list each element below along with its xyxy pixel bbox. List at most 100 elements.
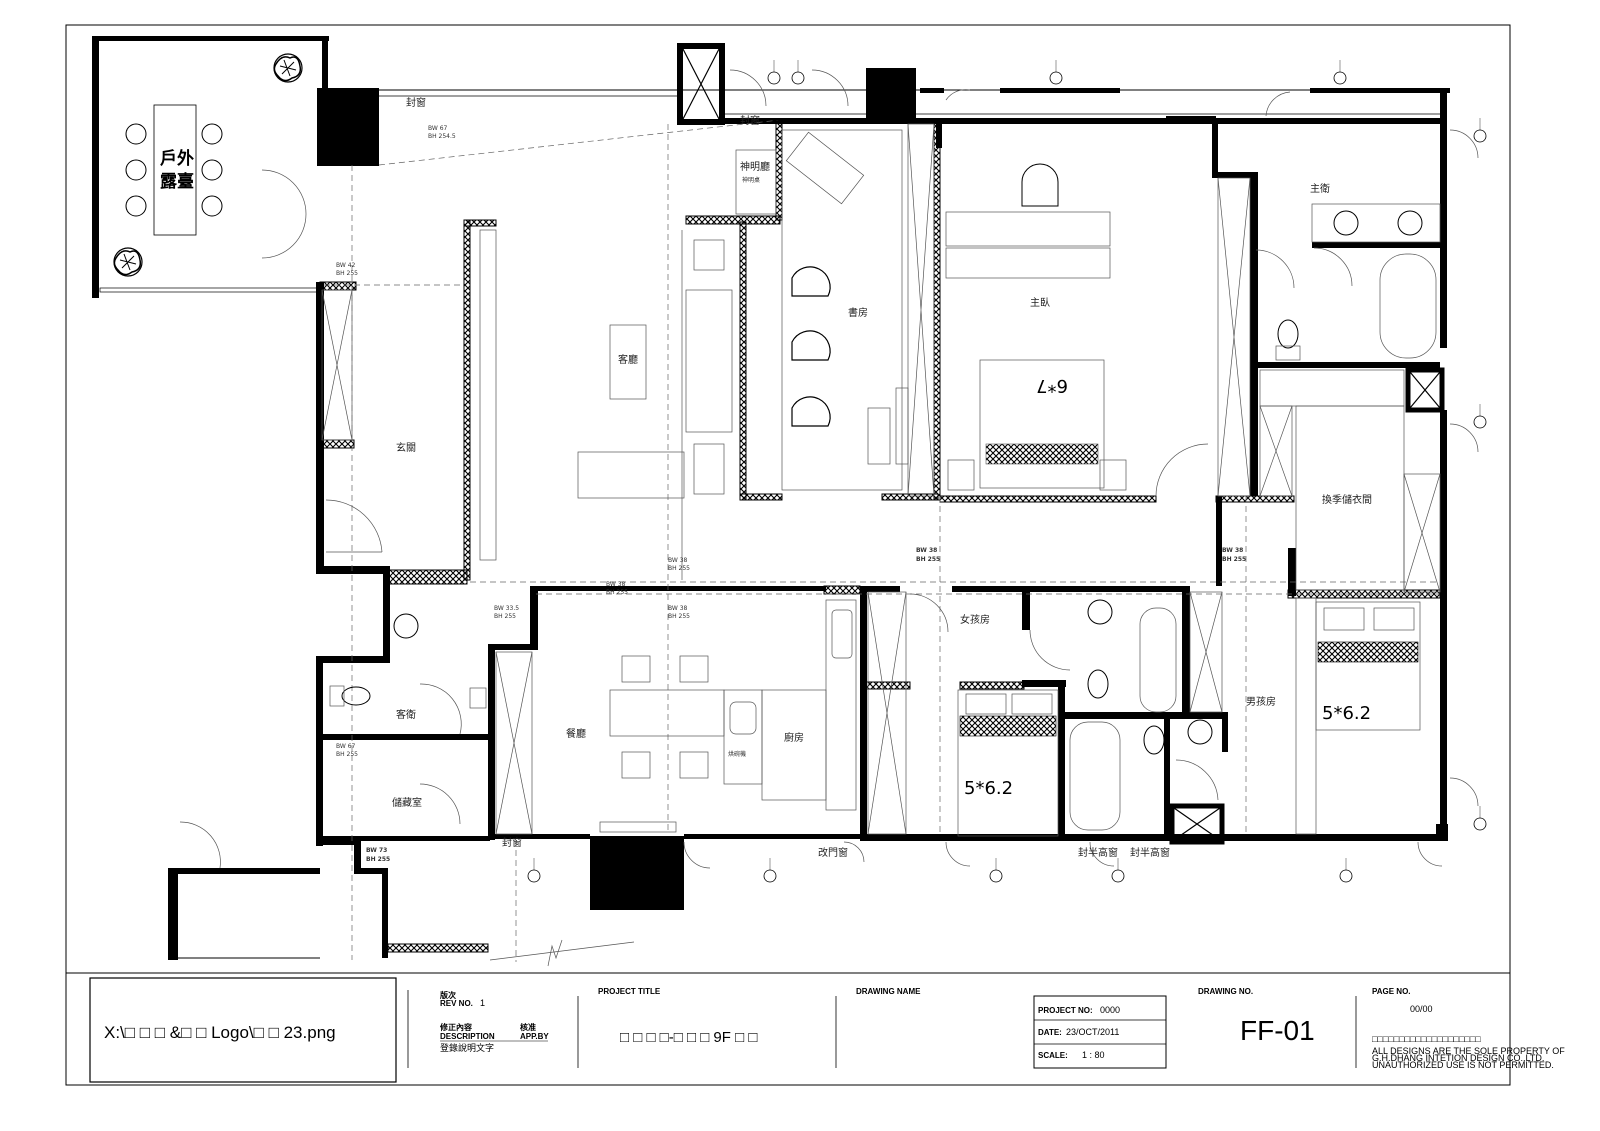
beam-height: BH 255: [1222, 556, 1246, 563]
hatched-wall: [321, 439, 355, 449]
beam-height: BH 255: [916, 556, 940, 563]
bed-size-label: 6*7: [1036, 375, 1068, 396]
drawing-no-label: DRAWING NO.: [1198, 987, 1253, 996]
hatched-wall: [775, 119, 783, 221]
beam-width: BW 38: [668, 605, 688, 612]
room-label-closet: 換季儲衣間: [1322, 493, 1372, 506]
date-label: DATE:: [1038, 1028, 1062, 1037]
beam-height: BH 254.5: [428, 133, 456, 140]
hatched-wall: [319, 281, 357, 291]
beam-width: BW 67: [336, 743, 356, 750]
study-furniture: [735, 129, 909, 491]
drawing-name-label: DRAWING NAME: [856, 987, 921, 996]
beam-width: BW 38: [916, 547, 937, 554]
guest-bath-fixtures: [329, 613, 487, 709]
copyright-line-1: ALL DESIGNS ARE THE SOLE PROPERTY OF: [1372, 1046, 1565, 1056]
bed-size-label: 5*6.2: [1322, 703, 1371, 724]
girl-room-bed: [957, 689, 1059, 837]
hatched-wall: [739, 493, 783, 501]
room-label-master-bath: 主衛: [1310, 182, 1330, 195]
room-label-storage: 儲藏室: [392, 796, 422, 809]
column: [590, 836, 684, 910]
drawing-number: FF-01: [1240, 1015, 1315, 1046]
scale-value: 1 : 80: [1082, 1050, 1105, 1060]
beam-height: BH 255: [668, 613, 690, 620]
room-label-girl-room: 女孩房: [960, 613, 990, 626]
copyright-boxes: □□□□□□□□□□□□□□□□□□□□: [1372, 1034, 1481, 1044]
grid-bubble-icon: [791, 59, 805, 85]
room-label-guest-bath: 客衛: [396, 708, 416, 721]
outdoor-terrace: 戶外 露臺: [92, 36, 329, 298]
bed-size-label: 5*6.2: [964, 778, 1013, 799]
beam-height: BH 255: [668, 565, 690, 572]
page-no-label: PAGE NO.: [1372, 987, 1411, 996]
room-label-boy-room: 男孩房: [1246, 695, 1276, 708]
rev-label-cn: 版次: [439, 990, 456, 1000]
grid-bubble-icon: [763, 857, 777, 883]
shaft-box: [1405, 367, 1445, 413]
stair-break: [489, 939, 635, 967]
beam-width: BW 38: [668, 557, 688, 564]
label-seal-window: 封窗: [740, 114, 760, 127]
beam-height: BH 255: [366, 856, 390, 863]
rev-label-en: REV NO.: [440, 999, 473, 1008]
grid-bubble-icon: [1049, 59, 1063, 85]
label-half-window: 封半高窗: [1078, 846, 1118, 859]
project-title-label: PROJECT TITLE: [598, 987, 661, 996]
grid-bubble-icon: [1339, 857, 1353, 883]
approve-label-en: APP.BY: [520, 1032, 549, 1041]
dining-kitchen-furniture: [599, 599, 857, 833]
room-label-kitchen: 廚房: [784, 731, 804, 744]
label-seal-window: 封窗: [502, 836, 522, 849]
hatched-wall: [463, 219, 471, 581]
desc-value: 登錄說明文字: [440, 1042, 494, 1053]
outdoor-label-1: 戶外: [160, 148, 194, 169]
column: [317, 88, 379, 166]
partition: [321, 123, 1441, 835]
boy-room-bed: [1315, 601, 1421, 731]
beam-width: BW 73: [366, 847, 387, 854]
beam-width: BW 67: [428, 125, 448, 132]
door-swings: [179, 69, 1479, 869]
kids-bath-fixtures: [1069, 599, 1213, 831]
desc-label-en: DESCRIPTION: [440, 1032, 495, 1041]
hatched-wall: [386, 569, 468, 585]
grid-bubble-icon: [1111, 857, 1125, 883]
tree-icon: [113, 247, 143, 277]
grid-bubble-icon: [527, 857, 541, 883]
outdoor-label-2: 露臺: [160, 171, 194, 192]
master-bath-fixtures: [1275, 203, 1441, 361]
grid-bubble-icon: [1333, 59, 1347, 85]
project-no-label: PROJECT NO:: [1038, 1006, 1093, 1015]
rev-number: 1: [480, 998, 485, 1008]
column: [866, 68, 916, 124]
logo-path-text: X:\□ □ □ &□ □ Logo\□ □ 23.png: [104, 1023, 336, 1042]
sheet-border: [65, 24, 1511, 1086]
beam-height: BH 255: [494, 613, 516, 620]
hatched-wall: [865, 681, 911, 690]
copyright-line-2: G.H.DHANG INTETION DESIGN CO.,LTD.: [1372, 1053, 1544, 1063]
page-number: 00/00: [1410, 1004, 1433, 1014]
beam-height: BH 255: [606, 589, 628, 596]
room-label-living: 客廳: [618, 353, 638, 366]
room-label-study: 書房: [848, 306, 868, 319]
tree-icon: [273, 53, 303, 83]
room-label-shrine-table: 神明桌: [742, 176, 760, 184]
hatched-wall: [933, 119, 941, 501]
beam-width: BW 42: [336, 262, 356, 269]
beam-width: BW 33.5: [494, 605, 519, 612]
living-furniture: [479, 229, 733, 580]
grid-bubble-icon: [989, 857, 1003, 883]
beam-width: BW 38: [1222, 547, 1243, 554]
beam-width: BW 38: [606, 581, 626, 588]
grid-bubble-icon: [1473, 117, 1487, 143]
hatched-wall: [1215, 495, 1295, 503]
room-label-dining: 餐廳: [566, 727, 586, 740]
room-label-foyer: 玄關: [396, 441, 416, 454]
hatched-wall: [959, 681, 1025, 690]
hatched-wall: [939, 495, 1157, 503]
grid-bubble-icon: [1473, 805, 1487, 831]
hatched-wall: [685, 215, 781, 225]
label-relocate-door: 改門窗: [818, 846, 848, 859]
